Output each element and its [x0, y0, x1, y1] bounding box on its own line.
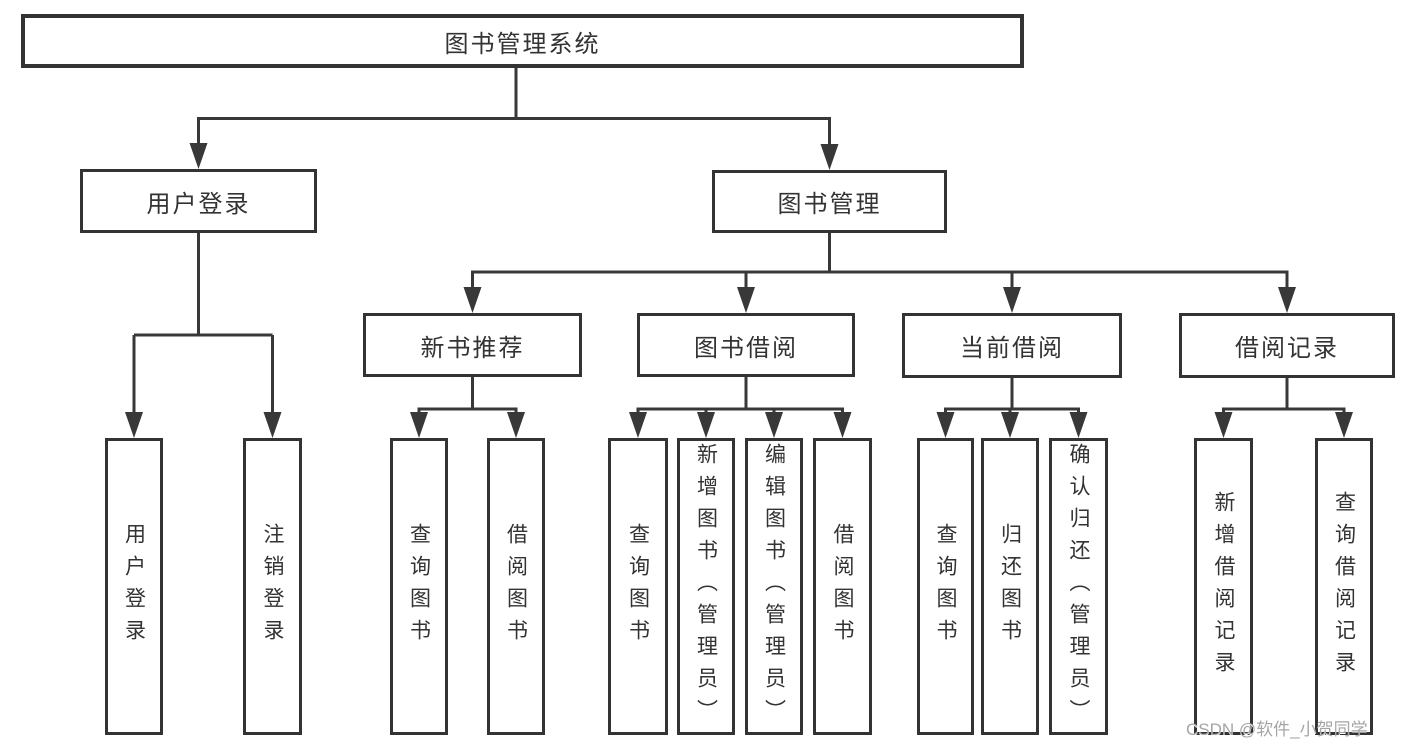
- arrow-down-icon: [1069, 412, 1088, 438]
- arrow-down-icon: [697, 412, 715, 438]
- leaf-bb-edit-books-admin: 编辑图书（管理员）: [745, 438, 803, 735]
- leaf-bb-borrow-books: 借阅图书: [813, 438, 872, 735]
- arrowheads: [125, 143, 1353, 438]
- node-current-borrow: 当前借阅: [902, 313, 1122, 378]
- leaf-label: 查询图书: [407, 522, 431, 651]
- connector-book-mgmt-to-groups: [471, 233, 1289, 290]
- watermark: CSDN @软件_小贺同学: [1186, 720, 1368, 739]
- leaf-label: 新增借阅记录: [1212, 490, 1235, 683]
- connector-new-book-to-leaves: [417, 377, 518, 416]
- arrow-down-icon: [936, 412, 955, 438]
- leaf-label: 查询图书: [934, 522, 957, 651]
- arrow-down-icon: [1278, 287, 1296, 313]
- leaf-nb-query-books: 查询图书: [390, 438, 448, 735]
- node-book-management: 图书管理: [712, 170, 947, 233]
- arrow-down-icon: [463, 287, 482, 313]
- node-book-borrow: 图书借阅: [637, 313, 855, 377]
- connector-borrow-records-to-leaves: [1222, 378, 1346, 416]
- leaf-cb-return-books: 归还图书: [981, 438, 1039, 735]
- leaf-label: 查询图书: [626, 522, 650, 651]
- arrow-down-icon: [507, 412, 525, 438]
- connector-current-borrow-to-leaves: [944, 378, 1080, 416]
- leaf-br-query-record: 查询借阅记录: [1315, 438, 1373, 735]
- arrow-down-icon: [833, 412, 852, 438]
- leaf-label: 用户登录: [122, 522, 146, 651]
- arrow-down-icon: [410, 412, 428, 438]
- arrow-down-icon: [125, 412, 143, 438]
- leaf-label: 确认归还（管理员）: [1067, 442, 1090, 731]
- leaf-bb-add-books-admin: 新增图书（管理员）: [677, 438, 735, 735]
- node-label: 当前借阅: [960, 335, 1064, 362]
- node-borrow-records: 借阅记录: [1179, 313, 1395, 378]
- leaf-label: 查询借阅记录: [1332, 490, 1356, 683]
- arrow-down-icon: [263, 412, 282, 438]
- arrow-down-icon: [737, 287, 755, 313]
- leaf-bb-query-books: 查询图书: [608, 438, 668, 735]
- leaf-label: 注销登录: [261, 522, 284, 651]
- leaf-label: 编辑图书（管理员）: [762, 442, 786, 731]
- arrow-down-icon: [1003, 287, 1021, 313]
- leaf-label: 借阅图书: [831, 522, 854, 651]
- leaf-label: 归还图书: [998, 522, 1022, 651]
- node-label: 图书管理系统: [444, 30, 601, 58]
- arrow-down-icon: [820, 144, 839, 170]
- leaf-label: 借阅图书: [504, 522, 528, 651]
- arrow-down-icon: [765, 412, 783, 438]
- connector-book-borrow-to-leaves: [636, 377, 844, 416]
- leaf-nb-borrow-books: 借阅图书: [487, 438, 545, 735]
- leaf-logout: 注销登录: [243, 438, 302, 735]
- leaf-br-add-record: 新增借阅记录: [1194, 438, 1253, 735]
- node-new-book-recommend: 新书推荐: [363, 313, 582, 377]
- node-label: 图书管理: [777, 191, 882, 218]
- arrow-down-icon: [629, 412, 647, 438]
- node-system-root: 图书管理系统: [21, 14, 1024, 68]
- leaf-cb-confirm-return-admin: 确认归还（管理员）: [1049, 438, 1108, 735]
- arrow-down-icon: [1214, 412, 1233, 438]
- node-label: 借阅记录: [1235, 335, 1339, 362]
- leaf-user-login: 用户登录: [105, 438, 163, 735]
- arrow-down-icon: [1335, 412, 1353, 438]
- node-label: 新书推荐: [420, 334, 525, 362]
- node-label: 图书借阅: [694, 334, 798, 362]
- node-label: 用户登录: [146, 190, 251, 218]
- connector-root-to-branches: [197, 68, 831, 147]
- node-user-login: 用户登录: [80, 169, 317, 233]
- arrow-down-icon: [1001, 412, 1019, 438]
- leaf-label: 新增图书（管理员）: [694, 442, 718, 731]
- leaf-cb-query-books: 查询图书: [917, 438, 974, 735]
- connector-user-login-to-leaves: [132, 233, 274, 416]
- arrow-down-icon: [189, 143, 208, 169]
